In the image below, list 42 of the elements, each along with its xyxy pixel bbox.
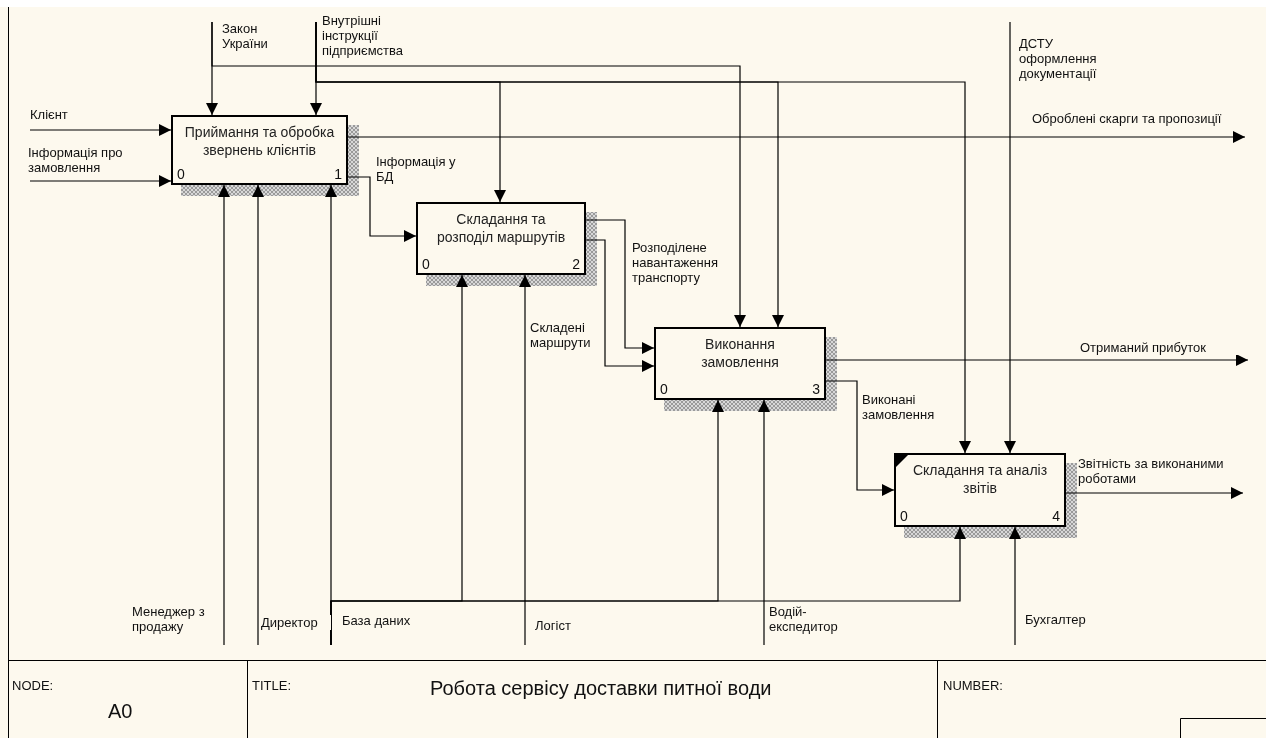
cost-number: 0 <box>660 381 668 397</box>
arrow <box>211 21 746 328</box>
node-number: 4 <box>1052 508 1060 524</box>
arrow <box>29 175 172 187</box>
edge-label: Директор <box>261 615 331 630</box>
cost-number: 0 <box>900 508 908 524</box>
activity-box <box>894 453 1066 527</box>
node-number: 3 <box>812 381 820 397</box>
arrow <box>585 219 655 354</box>
arrow <box>347 176 417 242</box>
activity-box <box>654 327 826 400</box>
arrow <box>1065 487 1244 499</box>
arrow <box>519 274 531 646</box>
node-number: 1 <box>334 166 342 182</box>
arrow <box>758 399 770 646</box>
field-caption: NUMBER: <box>943 678 1003 693</box>
field-caption: NODE: <box>12 678 54 693</box>
arrow <box>29 124 172 136</box>
activity-name: Приймання та обробка звернень клієнтів <box>184 123 335 159</box>
diagram-title: Робота сервісу доставки питної води <box>430 677 772 700</box>
arrow <box>825 380 895 496</box>
arrow <box>585 239 655 372</box>
edge-label: Інформація у БД <box>376 154 456 184</box>
cost-number: 0 <box>422 256 430 272</box>
cost-number: 0 <box>177 166 185 182</box>
activity-box <box>416 202 586 275</box>
arrow <box>1009 526 1021 646</box>
activity-name: Складання та аналіз звітів <box>911 461 1049 497</box>
field-caption: TITLE: <box>252 678 291 693</box>
activity-box <box>171 115 348 185</box>
arrow <box>330 526 966 646</box>
edge-label: Отриманий прибуток <box>1080 340 1240 355</box>
arrow <box>1004 21 1016 454</box>
node-id: A0 <box>108 700 133 723</box>
node-number: 2 <box>572 256 580 272</box>
arrow <box>252 184 264 646</box>
activity-name: Виконання замовлення <box>700 335 780 371</box>
arrow <box>347 131 1246 143</box>
arrow <box>825 354 1249 366</box>
arrow <box>218 184 230 646</box>
arrow <box>315 21 971 454</box>
activity-name: Складання та розподіл маршрутів <box>436 210 566 246</box>
